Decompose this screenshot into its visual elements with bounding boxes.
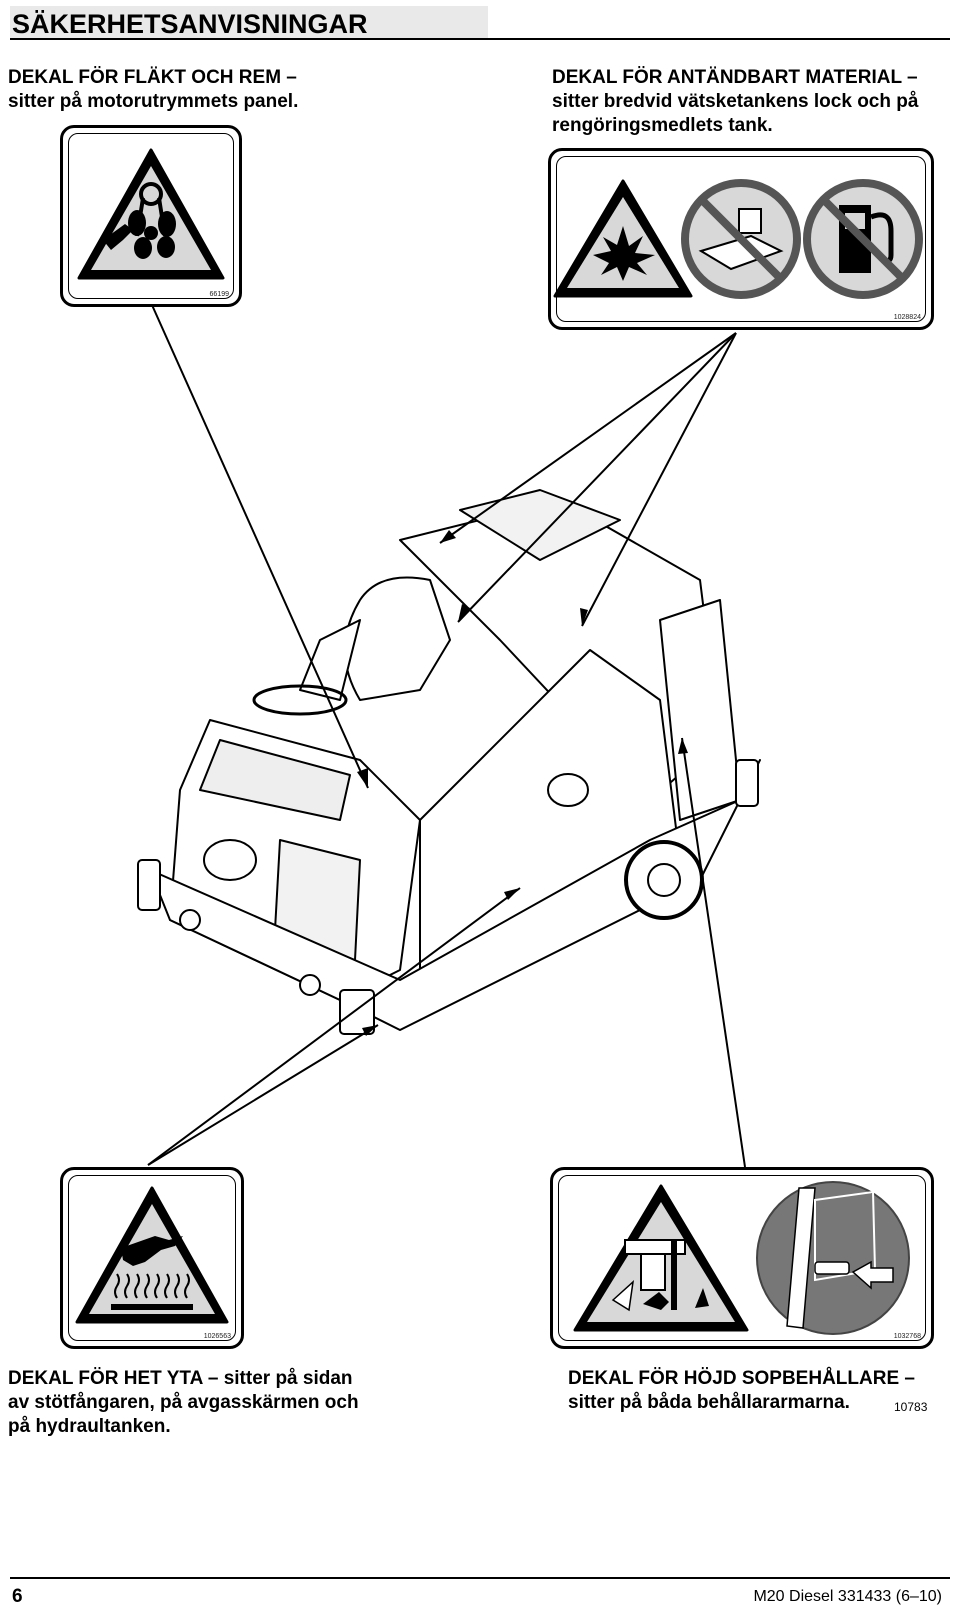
decal-code: 1026563	[203, 1333, 231, 1340]
decal-hot-surface: 1026563	[60, 1167, 244, 1349]
title-bar	[10, 6, 488, 38]
caption-line: DEKAL FÖR ANTÄNDBART MATERIAL –	[552, 67, 918, 88]
document-id: M20 Diesel 331433 (6–10)	[753, 1588, 942, 1605]
caption-line: på hydraultanken.	[8, 1416, 171, 1437]
no-fuel-pump-icon	[803, 179, 923, 299]
caption-line: sitter på motorutrymmets panel.	[8, 91, 299, 112]
footer-divider	[10, 1577, 950, 1579]
crush-hazard-warning-icon	[573, 1184, 749, 1332]
caption-line: DEKAL FÖR HÖJD SOPBEHÅLLARE –	[568, 1368, 915, 1389]
caption-flammable: DEKAL FÖR ANTÄNDBART MATERIAL – sitter b…	[552, 66, 918, 138]
support-bar-icon	[756, 1181, 910, 1335]
hot-surface-warning-icon	[75, 1186, 229, 1324]
decal-raised-hopper: 1032768	[550, 1167, 934, 1349]
caption-raised-hopper: DEKAL FÖR HÖJD SOPBEHÅLLARE – sitter på …	[568, 1367, 915, 1415]
fan-belt-warning-icon	[77, 148, 225, 280]
caption-line: DEKAL FÖR HET YTA – sitter på sidan	[8, 1368, 353, 1389]
caption-line: sitter bredvid vätsketankens lock och på	[552, 91, 919, 112]
no-open-flame-icon	[681, 179, 801, 299]
decal-code: 66199	[209, 291, 229, 298]
explosion-warning-icon	[553, 179, 693, 298]
page-title: SÄKERHETSANVISNINGAR	[12, 9, 368, 39]
decal-code: 1028824	[893, 314, 921, 321]
caption-hot-surface: DEKAL FÖR HET YTA – sitter på sidan av s…	[8, 1367, 359, 1439]
caption-line: av stötfångaren, på avgasskärmen och	[8, 1392, 359, 1413]
title-divider	[10, 38, 950, 40]
figure-reference: 10783	[894, 1400, 928, 1414]
decal-fan-belt: 66199	[60, 125, 242, 307]
page-number: 6	[12, 1586, 23, 1607]
caption-fan-belt: DEKAL FÖR FLÄKT OCH REM – sitter på moto…	[8, 66, 298, 114]
caption-line: DEKAL FÖR FLÄKT OCH REM –	[8, 67, 297, 88]
caption-line: sitter på båda behållararmarna.	[568, 1392, 850, 1413]
caption-line: rengöringsmedlets tank.	[552, 115, 773, 136]
decal-code: 1032768	[893, 1333, 921, 1340]
decal-flammable: 1028824	[548, 148, 934, 330]
